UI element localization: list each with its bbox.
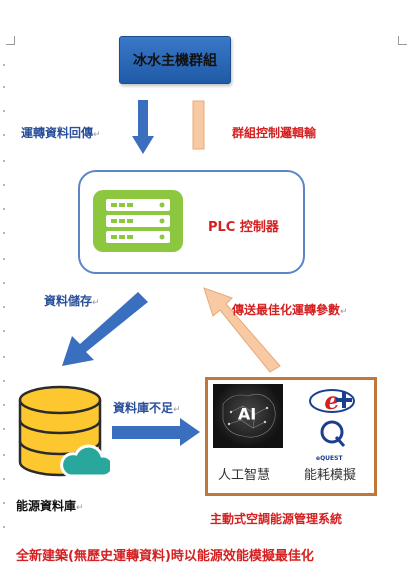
system-label: 主動式空調能源管理系統 (210, 512, 343, 526)
ai-caption: 人工智慧 (218, 468, 271, 483)
arrow-optimal-params (203, 287, 281, 373)
server-rack-icon (93, 190, 183, 252)
label-data-store: 資料儲存↵ (44, 294, 100, 308)
plc-label: PLC 控制器 (208, 220, 279, 235)
chiller-group-label: 冰水主機群組 (133, 53, 217, 69)
svg-text:e: e (324, 386, 339, 415)
database-label: 能源資料庫↵ (16, 499, 84, 513)
ai-text: AI (237, 404, 257, 424)
chiller-group-node: 冰水主機群組 (119, 36, 231, 84)
arrow-db-insufficient (112, 418, 200, 446)
equest-text: eQUEST (316, 455, 343, 462)
label-db-insufficient: 資料庫不足↵ (113, 401, 181, 415)
label-optimal-params: 傳送最佳化運轉參數↵ (232, 303, 348, 317)
energyplus-equest-logo: e (309, 386, 355, 447)
bottom-title: 全新建築(無歷史運轉資料)時以能源效能模擬最佳化 (16, 549, 314, 564)
arrow-data-store (62, 292, 148, 366)
corner-mark (398, 36, 407, 45)
arrow-group-logic (192, 100, 205, 150)
corner-mark (6, 36, 15, 45)
label-group-logic: 群組控制邏輯輸 (232, 126, 317, 140)
ai-brain-image (213, 384, 283, 448)
energy-sim-caption: 能耗模擬 (304, 468, 357, 483)
arrow-data-return (132, 100, 154, 154)
label-data-return: 運轉資料回傳↵ (21, 126, 101, 140)
database-cloud-icon (18, 385, 110, 478)
